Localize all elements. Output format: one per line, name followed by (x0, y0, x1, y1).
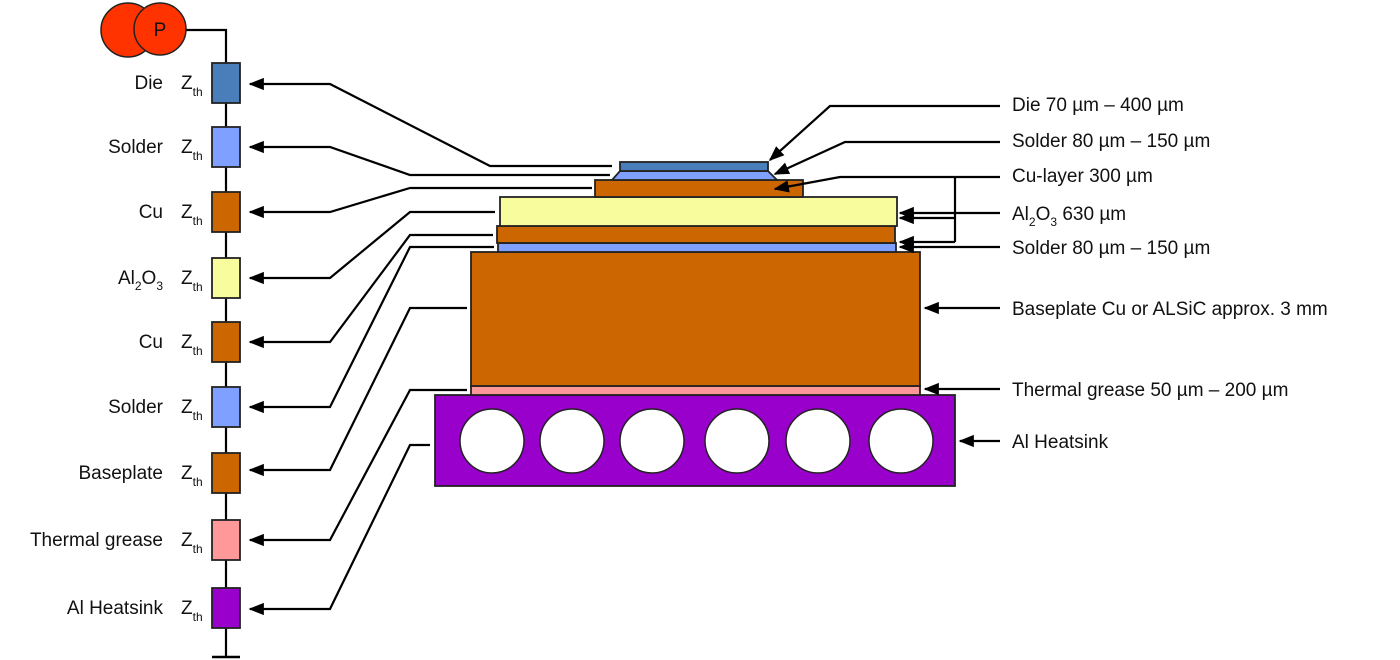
zth-element: Al Heatsink Zth (67, 587, 241, 629)
label-heatsink: Al Heatsink (1012, 432, 1109, 453)
cu-bottom-layer (496, 225, 896, 244)
zth-resistor (211, 126, 241, 168)
zth-element: Al2O3 Zth (118, 257, 241, 299)
right-leaders (768, 104, 1000, 448)
label-die: Die 70 µm – 400 µm (1012, 95, 1184, 116)
zth-resistor (211, 257, 241, 299)
label-grease: Thermal grease 50 µm – 200 µm (1012, 380, 1288, 401)
zth-symbol: Zth (181, 73, 203, 99)
zth-symbol: Zth (181, 268, 203, 294)
zth-symbol: Zth (181, 598, 203, 624)
zth-resistor (211, 62, 241, 104)
zth-symbol: Zth (181, 202, 203, 228)
chain-wire (184, 28, 228, 658)
zth-element: Thermal grease Zth (30, 519, 241, 561)
zth-resistor (211, 519, 241, 561)
label-cu-layer: Cu-layer 300 µm (1012, 166, 1153, 187)
solder-top-layer (609, 170, 780, 181)
zth-resistor (211, 386, 241, 428)
heatsink-channels (459, 408, 934, 474)
label-solder-bottom: Solder 80 µm – 150 µm (1012, 238, 1210, 259)
baseplate-layer (470, 251, 921, 387)
label-baseplate: Baseplate Cu or ALSiC approx. 3 mm (1012, 299, 1328, 320)
zth-element: Solder Zth (108, 126, 241, 168)
chain-label: Die (134, 73, 163, 94)
left-leaders (248, 77, 612, 616)
zth-symbol: Zth (181, 137, 203, 163)
zth-symbol: Zth (181, 397, 203, 423)
zth-resistor (211, 321, 241, 363)
chain-label: Baseplate (78, 463, 163, 484)
chain-label: Cu (139, 202, 163, 223)
cu-top-layer (594, 179, 804, 198)
al2o3-layer (499, 196, 898, 227)
chain-label: Solder (108, 397, 164, 418)
grease-layer (470, 385, 921, 396)
zth-symbol: Zth (181, 463, 203, 489)
zth-element: Die Zth (134, 62, 241, 104)
zth-symbol: Zth (181, 530, 203, 556)
zth-element: Cu Zth (139, 321, 241, 363)
chain-label: Thermal grease (30, 530, 163, 551)
label-al2o3: Al2O3 630 µm (1012, 204, 1126, 229)
layer-stack (434, 161, 956, 487)
zth-resistor (211, 452, 241, 494)
label-solder-top: Solder 80 µm – 150 µm (1012, 131, 1210, 152)
zth-resistor (211, 587, 241, 629)
zth-element: Baseplate Zth (78, 452, 241, 494)
chain-label: Cu (139, 332, 163, 353)
zth-resistor (211, 191, 241, 233)
power-label: P (154, 20, 167, 41)
chain-label: Al Heatsink (67, 598, 164, 619)
zth-symbol: Zth (181, 332, 203, 358)
chain-label: Solder (108, 137, 164, 158)
solder-bottom-layer (497, 242, 897, 253)
chain-label: Al2O3 (118, 268, 163, 293)
zth-element: Solder Zth (108, 386, 241, 428)
power-source-icon: P (100, 2, 187, 58)
zth-element: Cu Zth (139, 191, 241, 233)
die-layer (619, 161, 769, 172)
